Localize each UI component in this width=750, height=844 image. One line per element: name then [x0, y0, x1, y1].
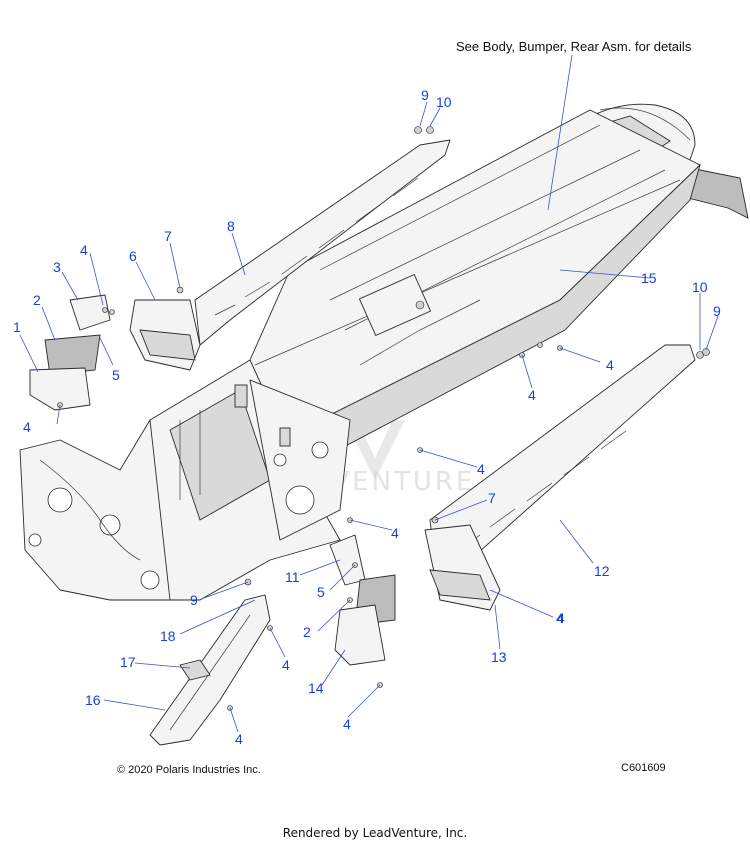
callout-17: 17: [120, 654, 136, 670]
lower-side-panel: [149, 594, 271, 746]
callout-5-right: 5: [317, 584, 325, 600]
rendered-by-text: Rendered by LeadVenture, Inc.: [282, 826, 468, 840]
callout-5-left: 5: [112, 367, 120, 383]
callout-13: 13: [491, 649, 507, 665]
callout-4-bottom-left: 4: [23, 419, 31, 435]
callout-9-top: 9: [421, 87, 429, 103]
callout-4-top-left: 4: [80, 242, 88, 258]
right-running-board: [424, 344, 696, 611]
callout-10-top: 10: [436, 94, 452, 110]
callout-1: 1: [13, 319, 21, 335]
callout-9-right: 9: [713, 303, 721, 319]
callout-4-center: 4: [391, 525, 399, 541]
left-front-panels: [29, 294, 111, 411]
callout-15: 15: [641, 270, 657, 286]
callout-7-right: 7: [488, 490, 496, 506]
note-body-bumper: See Body, Bumper, Rear Asm. for details: [456, 39, 692, 54]
callout-2-right: 2: [303, 624, 311, 640]
callout-11: 11: [285, 569, 300, 585]
callout-4-front: 4: [557, 610, 565, 626]
callout-4-right-b: 4: [528, 387, 536, 403]
callout-6: 6: [129, 248, 137, 264]
callout-7-top: 7: [164, 228, 172, 244]
right-front-panels: [329, 534, 396, 666]
callout-10-right: 10: [692, 279, 708, 295]
left-running-board: [129, 139, 451, 371]
callout-9-bottom: 9: [190, 592, 198, 608]
callout-18: 18: [160, 628, 176, 644]
callout-8: 8: [227, 218, 235, 234]
callout-12: 12: [594, 563, 610, 579]
front-frame: [19, 300, 425, 601]
leader-lines: [19, 54, 719, 733]
callout-2-left: 2: [33, 292, 41, 308]
callout-4-lower-b: 4: [282, 657, 290, 673]
callout-4-lower-c: 4: [343, 716, 351, 732]
callout-4-mid: 4: [477, 461, 485, 477]
callout-14: 14: [308, 680, 324, 696]
callout-4-lower-a: 4: [556, 610, 564, 626]
callout-4-lower-d: 4: [235, 731, 243, 747]
callouts: 4 3 7 8 6 2 1 5 9 10 See Body, Bumper, R…: [13, 39, 721, 747]
callout-3: 3: [53, 259, 61, 275]
copyright-text: © 2020 Polaris Industries Inc.: [117, 764, 261, 776]
callout-16: 16: [85, 692, 101, 708]
drawing-id: C601609: [621, 762, 666, 774]
callout-4-right-a: 4: [606, 357, 614, 373]
